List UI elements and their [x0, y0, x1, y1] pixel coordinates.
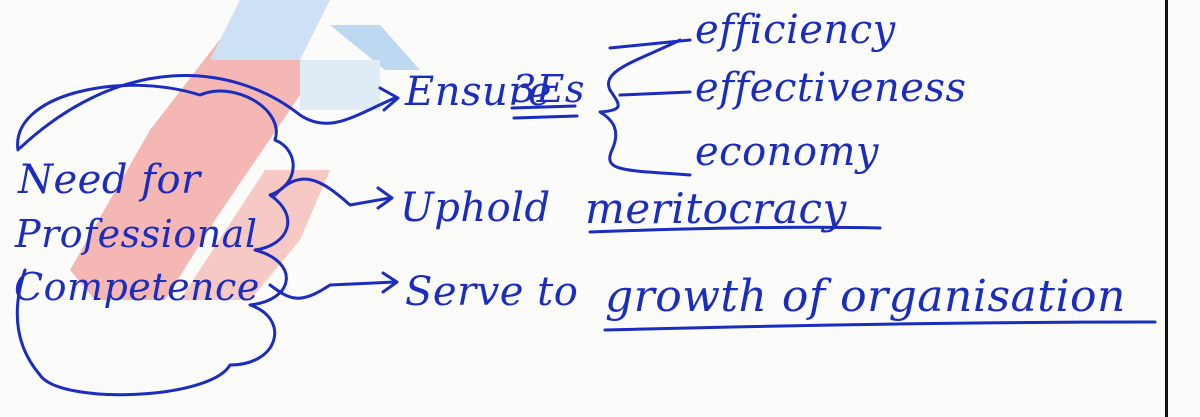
branch-2-text: Uphold: [400, 185, 551, 231]
meritocracy-underline: [588, 225, 882, 234]
sub-item-effectiveness: effectiveness: [695, 65, 967, 111]
topic-line-2: Professional: [15, 212, 258, 256]
topic-cloud: [15, 83, 295, 397]
emphasis-underline: [510, 104, 579, 120]
branch-1-emphasis: 3Es: [512, 67, 585, 111]
arrow-1: [378, 86, 400, 112]
growth-underline: [603, 320, 1157, 332]
sub-item-efficiency: efficiency: [695, 7, 896, 53]
branch-3-text: Serve to: [405, 269, 579, 315]
sub-arrow-1: [608, 38, 692, 50]
branch-connector-3: [268, 280, 397, 300]
margin-rule: [1165, 0, 1168, 417]
topic-line-1: Need for: [18, 157, 201, 203]
sub-item-economy: economy: [695, 129, 880, 175]
topic-line-3: Competence: [14, 265, 260, 309]
branch-connector-1: [18, 74, 397, 150]
sub-arrow-2: [618, 90, 692, 97]
branch-2-emphasis: meritocracy: [585, 184, 847, 233]
branch-1-text: Ensure: [405, 69, 553, 115]
branch-connector-2: [273, 177, 392, 207]
sub-items-brace: [598, 38, 692, 177]
arrow-3: [381, 271, 399, 294]
branch-3-emphasis: growth of organisation: [605, 271, 1126, 322]
arrow-2: [376, 186, 394, 210]
